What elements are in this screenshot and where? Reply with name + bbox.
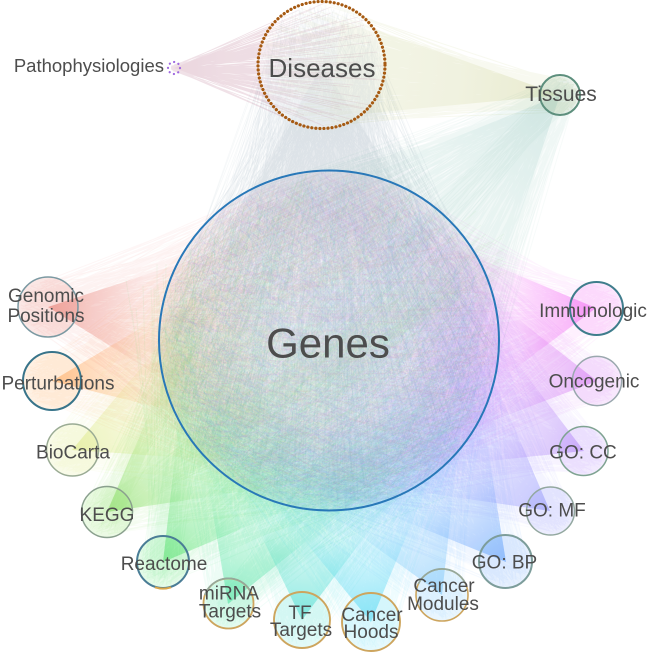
svg-text:BioCarta: BioCarta (36, 443, 110, 464)
svg-text:Diseases: Diseases (269, 53, 376, 83)
svg-text:GO: BP: GO: BP (472, 553, 537, 574)
svg-text:Genes: Genes (266, 320, 390, 367)
svg-text:miRNA: miRNA (199, 584, 259, 605)
svg-text:Reactome: Reactome (121, 554, 208, 575)
svg-text:Positions: Positions (7, 306, 84, 327)
svg-text:Oncogenic: Oncogenic (549, 372, 640, 393)
svg-text:Hoods: Hoods (344, 622, 399, 643)
svg-text:KEGG: KEGG (80, 505, 135, 526)
svg-text:Cancer: Cancer (413, 576, 475, 597)
svg-text:Modules: Modules (407, 594, 479, 615)
svg-text:Perturbations: Perturbations (1, 374, 114, 395)
svg-text:Targets: Targets (199, 602, 261, 623)
svg-text:Pathophysiologies: Pathophysiologies (14, 55, 164, 76)
svg-text:TF: TF (288, 603, 311, 624)
svg-text:Tissues: Tissues (525, 83, 597, 106)
svg-text:GO: MF: GO: MF (518, 500, 586, 521)
svg-text:GO: CC: GO: CC (549, 442, 617, 463)
svg-text:Targets: Targets (270, 620, 332, 641)
svg-text:Cancer: Cancer (341, 605, 403, 626)
svg-text:Immunologic: Immunologic (539, 301, 647, 322)
svg-text:Genomic: Genomic (8, 286, 84, 307)
